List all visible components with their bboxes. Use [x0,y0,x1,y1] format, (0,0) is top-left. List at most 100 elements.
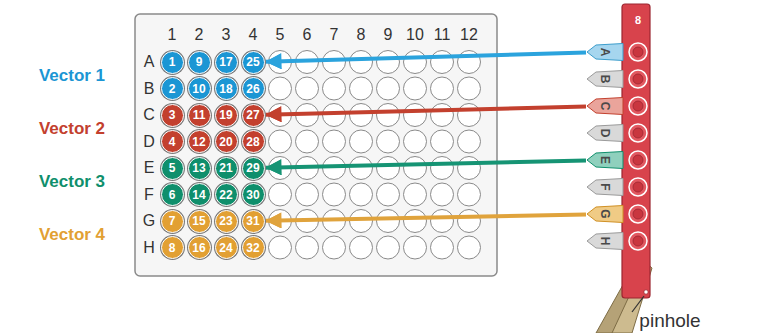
numbered-well: 5 [161,157,184,180]
well-number: 23 [219,215,232,227]
well-number: 13 [192,162,205,174]
tube-strip [622,4,650,298]
empty-well [269,236,292,259]
empty-well [323,77,346,100]
row-label: B [144,81,155,97]
tube: D [586,123,624,143]
well-number: 27 [246,109,259,121]
empty-well [269,183,292,206]
tube-body [587,125,623,142]
empty-well [350,157,373,180]
numbered-well: 32 [242,236,265,259]
tube-body [587,206,623,223]
tube-cap [633,155,643,165]
well-number: 19 [219,109,232,121]
column-label: 4 [249,27,258,43]
tube-cap [629,178,647,196]
well-number: 25 [246,56,259,68]
well-number: 17 [219,56,232,68]
empty-well [431,183,454,206]
tube: H [586,231,624,251]
numbered-well: 29 [242,157,265,180]
tube-letter: G [598,209,612,218]
tube: C [586,96,624,116]
numbered-well: 7 [161,210,184,233]
empty-well [404,210,427,233]
well-number: 26 [246,83,259,95]
numbered-well: 28 [242,130,265,153]
numbered-well: 8 [161,236,184,259]
empty-well [431,210,454,233]
numbered-well: 17 [215,51,238,74]
tube-letter: F [598,183,612,190]
empty-well [350,104,373,127]
empty-well [458,236,481,259]
row-label: F [144,187,154,203]
tube-cap [633,128,643,138]
tube-cap [629,151,647,169]
well-number: 5 [169,162,176,174]
well-number: 9 [196,56,203,68]
column-label: 3 [222,27,231,43]
empty-well [431,157,454,180]
empty-well [350,77,373,100]
empty-well [431,236,454,259]
well-number: 10 [192,83,205,95]
strip-label: 8 [635,15,641,26]
tube-body [587,44,623,61]
empty-well [377,183,400,206]
well-number: 29 [246,162,259,174]
empty-well [431,130,454,153]
callout-label: pinhole [639,311,700,330]
numbered-well: 31 [242,210,265,233]
tube-letter-box: C [586,96,624,116]
tube-cap [629,232,647,250]
tube-cap [629,124,647,142]
tube-cap [629,232,647,250]
tube-cap [629,70,647,88]
column-label: 7 [330,27,339,43]
tube: A [586,42,624,62]
well-number: 14 [192,189,205,201]
tube-body [587,71,623,88]
empty-well [350,183,373,206]
well-number: 32 [246,242,259,254]
tube-cap [629,97,647,115]
numbered-well: 12 [188,130,211,153]
tube-cap [633,182,643,192]
empty-well [323,51,346,74]
empty-well [296,130,319,153]
empty-well [458,104,481,127]
empty-well [404,236,427,259]
numbered-well: 26 [242,77,265,100]
empty-well [458,77,481,100]
numbered-well: 30 [242,183,265,206]
tube-cap [629,70,647,88]
row-label: A [144,54,155,70]
numbered-well: 19 [215,104,238,127]
empty-well [404,130,427,153]
well-number: 11 [193,109,206,121]
tube-cap [629,43,647,61]
row-label: H [143,240,155,256]
numbered-well: 23 [215,210,238,233]
numbered-well: 27 [242,104,265,127]
numbered-well: 6 [161,183,184,206]
tube-letter: H [598,237,612,246]
empty-well [377,157,400,180]
well-number: 21 [219,162,232,174]
well-number: 24 [219,242,232,254]
arrow-connector [265,106,586,114]
empty-well [404,157,427,180]
empty-well [431,77,454,100]
column-label: 12 [460,27,478,43]
well-number: 16 [192,242,205,254]
tube: E [586,150,624,170]
numbered-well: 18 [215,77,238,100]
numbered-well: 3 [161,104,184,127]
numbered-well: 20 [215,130,238,153]
empty-well [458,130,481,153]
empty-well [296,236,319,259]
